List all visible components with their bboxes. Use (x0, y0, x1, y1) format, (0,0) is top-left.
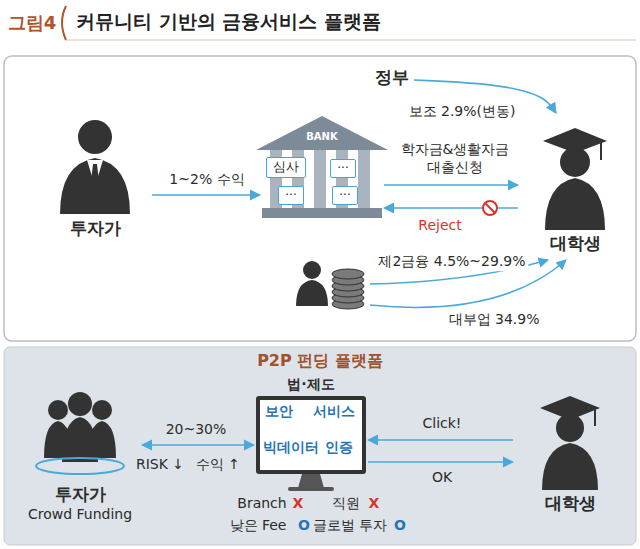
bank-slot-box: ··· (330, 159, 356, 178)
bank-slot-box: 심사 (266, 157, 306, 178)
node-text: 서비스 (313, 403, 355, 421)
icon-node: 투자가Crowd Funding (20, 385, 140, 525)
node-text: 대학생 (545, 493, 596, 514)
title-rule (66, 40, 636, 41)
text-node: 빅데이터 (260, 438, 322, 458)
edge-label: 20~30% (163, 421, 230, 439)
reject-symbol (483, 201, 497, 215)
text-node: 서비스 (310, 402, 358, 422)
note-label: 직원 (332, 495, 360, 513)
moneylender-icon (296, 261, 364, 309)
node-text: 인증 (325, 439, 353, 457)
icon-node: 대학생 (515, 385, 625, 515)
note-label: O (298, 517, 310, 535)
node-text: Crowd Funding (28, 506, 132, 524)
node-text: ··· (339, 188, 350, 203)
note-label: O (394, 517, 406, 535)
note-label: 낮은 Fee (230, 517, 287, 535)
node-text: BANK (306, 131, 337, 144)
text-node: 인증 (322, 438, 356, 458)
bank-slot-box: ··· (332, 186, 358, 205)
monitor-stand (288, 474, 334, 491)
node-text: 빅데이터 (263, 439, 319, 457)
node-text: 법·제도 (260, 376, 362, 394)
icon-node: BANK 심사 ··· ··· ··· (262, 118, 382, 218)
note-label: RISK ↓ (136, 456, 184, 474)
note-label: X (369, 495, 380, 513)
note-label: 대부업 34.9% (446, 311, 543, 329)
edge-label: 1~2% 수익 (166, 171, 247, 189)
edge-label: Click! (420, 415, 465, 433)
flow-arrow (368, 439, 513, 441)
node-text: 심사 (273, 159, 299, 175)
node-text: 대학생 (550, 233, 601, 254)
note-label: Branch (237, 495, 286, 513)
note-label: 글로벌 투자 (313, 517, 387, 535)
investor-icon (60, 120, 130, 214)
flow-arrow (152, 194, 260, 196)
icon-node: 대학생 (520, 115, 630, 255)
bank-slot-box: ··· (278, 186, 304, 205)
icon-node: P2P 펀딩 플랫폼투자가Crowd Funding 법·제도보안 서비스빅데이터 인… (4, 347, 636, 545)
text-node: 보안 (262, 402, 296, 422)
edge-label: OK (429, 469, 455, 487)
figure-number: 그림4 (8, 12, 57, 35)
figure-title: 커뮤니티 기반의 금융서비스 플랫폼 (76, 9, 381, 35)
text-node: 정부 (372, 66, 412, 90)
crowd-investors-icon (44, 392, 116, 462)
bank-building (256, 116, 388, 218)
node-text: ··· (337, 161, 348, 176)
student-icon (540, 396, 600, 490)
note-label: 제2금융 4.5%~29.9% (375, 253, 528, 271)
edge-label: 학자금&생활자금 대출신청 (393, 141, 517, 176)
flow-arrow (142, 444, 254, 446)
flow-arrow (384, 184, 518, 186)
node-text: 투자가 (55, 484, 106, 505)
note-label: X (293, 495, 304, 513)
monitor-screen: 법·제도보안서비스빅데이터인증 (256, 396, 366, 474)
flow-arrow (368, 461, 513, 463)
student-icon (543, 128, 607, 230)
edge-label: Reject (415, 217, 464, 235)
top-panel (4, 56, 636, 341)
node-text: 정부 (375, 67, 409, 88)
edge-label: 보조 2.9%(변동) (406, 103, 519, 121)
node-text: 투자가 (70, 218, 121, 239)
note-label: 수익 ↑ (196, 456, 240, 474)
icon-node: 투자가 (40, 110, 150, 240)
bottom-panel (4, 347, 636, 545)
node-text: 보안 (265, 403, 293, 421)
title-bracket (62, 6, 66, 40)
node-text: ··· (285, 188, 296, 203)
circulation-ring (36, 458, 124, 474)
node-text: P2P 펀딩 플랫폼 (257, 351, 383, 371)
